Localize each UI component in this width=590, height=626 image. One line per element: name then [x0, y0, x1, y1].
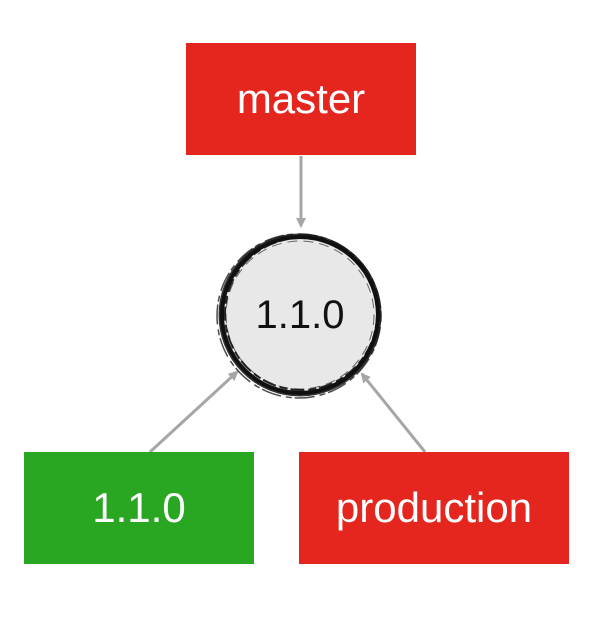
commit-label: 1.1.0 — [255, 292, 345, 337]
commit-ring-stroke — [216, 233, 382, 399]
branch-production-box[interactable]: production — [299, 452, 569, 564]
tag-box[interactable]: 1.1.0 — [24, 452, 254, 564]
commit-ring-stroke — [224, 237, 378, 391]
commit-circle-fill — [220, 235, 380, 395]
commit-ring-stroke — [218, 233, 382, 397]
edge-production-to-commit — [360, 372, 427, 453]
branch-master-box[interactable]: master — [186, 43, 416, 155]
edge-tag-to-commit — [148, 370, 239, 454]
commit-node — [216, 233, 382, 399]
tag-label: 1.1.0 — [92, 484, 186, 531]
branch-master-label: master — [236, 75, 366, 122]
branch-production-label: production — [335, 484, 533, 531]
commit-ring-stroke — [225, 240, 375, 390]
